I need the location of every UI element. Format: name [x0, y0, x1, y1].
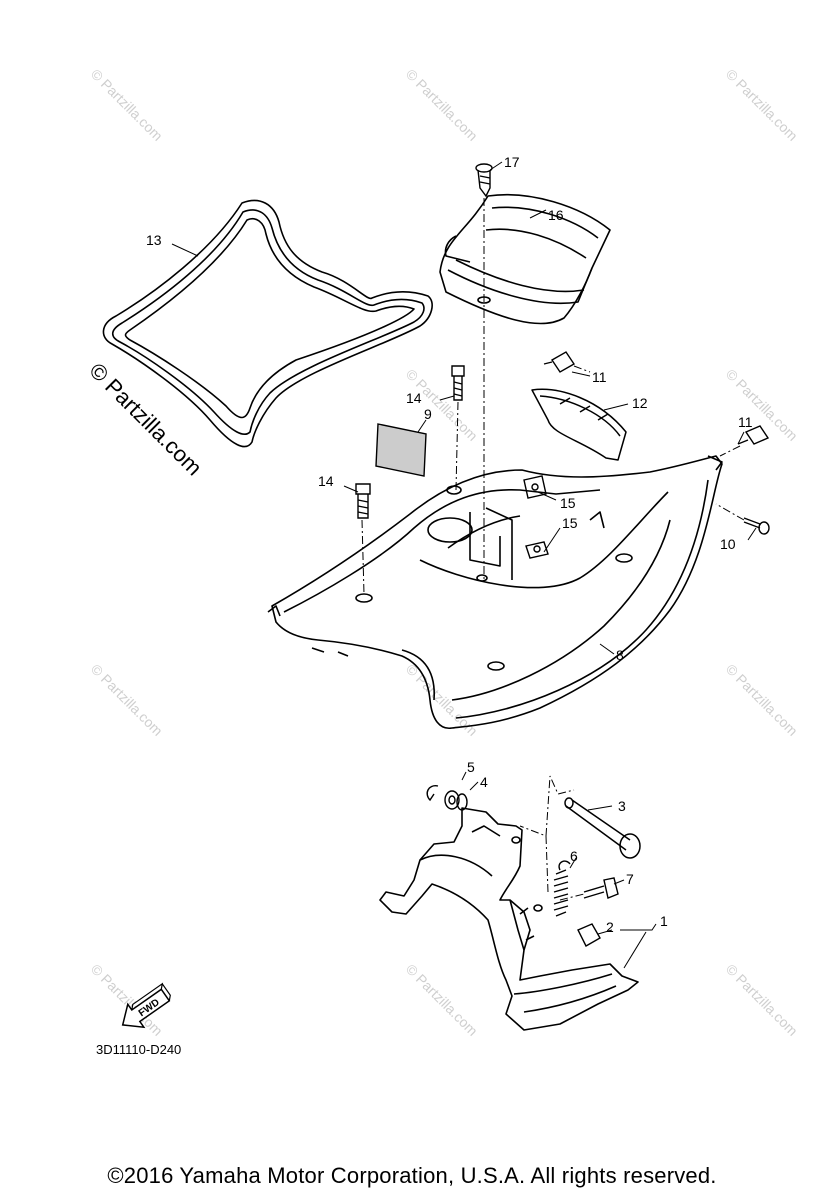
watermark: © Partzilla.com — [88, 66, 166, 144]
part-4-washer — [444, 790, 468, 811]
callout-2: 2 — [606, 919, 614, 935]
callout-8: 8 — [616, 647, 624, 663]
part-3-shaft — [564, 797, 641, 859]
callout-6: 6 — [570, 848, 578, 864]
callout-3: 3 — [618, 798, 626, 814]
callout-15: 15 — [562, 515, 578, 531]
watermark: © Partzilla.com — [723, 661, 801, 739]
diagram-code: 3D11110-D240 — [96, 1042, 182, 1057]
part-9-pad — [375, 423, 427, 477]
callout-7: 7 — [626, 871, 634, 887]
watermark: © Partzilla.com — [403, 961, 481, 1039]
part-17-screw — [475, 163, 493, 198]
part-7-bolt — [583, 877, 619, 899]
callout-5: 5 — [467, 759, 475, 775]
callout-16: 16 — [548, 207, 564, 223]
part-8-leg-shield — [267, 455, 723, 729]
part-5-clip — [426, 785, 439, 802]
callout-13: 13 — [146, 232, 162, 248]
watermark: © Partzilla.com — [723, 66, 801, 144]
callout-1: 1 — [660, 913, 668, 929]
part-15-nut — [523, 475, 549, 559]
callout-4: 4 — [480, 774, 488, 790]
callout-9: 9 — [424, 406, 432, 422]
callout-15: 15 — [560, 495, 576, 511]
watermark: © Partzilla.com — [88, 661, 166, 739]
watermark: © Partzilla.com — [723, 961, 801, 1039]
callout-10: 10 — [720, 536, 736, 552]
part-10-screw — [743, 517, 770, 535]
part-11-clip — [543, 351, 770, 445]
part-1-main-stand — [379, 807, 639, 1031]
callout-14: 14 — [318, 473, 334, 489]
part-12-lid — [531, 388, 627, 461]
part-2-stopper — [577, 923, 601, 947]
callout-12: 12 — [632, 395, 648, 411]
assembly-lines — [361, 198, 745, 901]
copyright-notice: ©2016 Yamaha Motor Corporation, U.S.A. A… — [107, 1163, 717, 1188]
callout-11: 11 — [592, 369, 607, 385]
callout-14: 14 — [406, 390, 422, 406]
watermark: © Partzilla.com — [723, 366, 801, 444]
callout-labels: 13 17 16 11 12 11 14 9 14 15 15 10 8 5 4… — [146, 154, 753, 935]
callout-17: 17 — [504, 154, 520, 170]
part-16-upper-cover — [439, 193, 611, 325]
watermark: © Partzilla.com — [403, 66, 481, 144]
callout-11: 11 — [738, 414, 753, 430]
part-13-floor-mat — [102, 199, 433, 448]
watermark-layer: © Partzilla.com © Partzilla.com © Partzi… — [88, 66, 801, 1039]
leader-lines — [171, 161, 757, 969]
part-6-spring — [553, 860, 571, 917]
